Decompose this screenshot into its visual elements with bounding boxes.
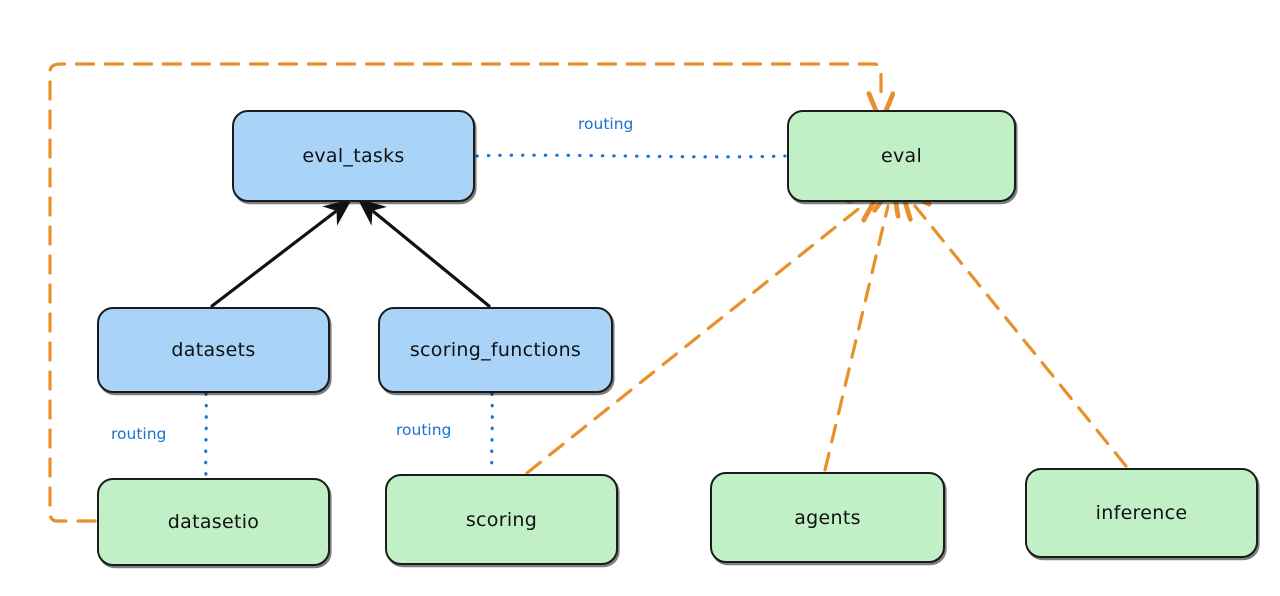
node-label-inference: inference bbox=[1095, 502, 1188, 524]
node-label-datasetio: datasetio bbox=[167, 511, 260, 533]
node-agents[interactable]: agents bbox=[710, 472, 945, 563]
edge-scoring_functions-to-eval_tasks bbox=[357, 198, 491, 308]
edge-datasets-to-datasetio bbox=[204, 392, 208, 479]
node-label-datasets: datasets bbox=[171, 339, 256, 361]
node-eval[interactable]: eval bbox=[787, 110, 1016, 202]
edge-agents-to-eval bbox=[823, 206, 888, 472]
edge-scoring-to-eval bbox=[525, 206, 862, 475]
node-eval_tasks[interactable]: eval_tasks bbox=[232, 110, 475, 202]
edge-datasetio-to-eval bbox=[48, 62, 881, 523]
edge-label-routing-scoring_functions-scoring: routing bbox=[396, 421, 452, 439]
node-scoring_functions[interactable]: scoring_functions bbox=[378, 307, 613, 393]
edge-datasets-to-eval_tasks bbox=[210, 198, 353, 308]
node-label-eval_tasks: eval_tasks bbox=[302, 145, 405, 167]
node-scoring[interactable]: scoring bbox=[385, 474, 618, 565]
node-label-eval: eval bbox=[880, 145, 923, 167]
edge-eval_tasks-to-eval bbox=[475, 153, 787, 159]
node-label-scoring_functions: scoring_functions bbox=[409, 339, 582, 361]
edge-label-routing-eval_tasks-eval: routing bbox=[578, 115, 634, 133]
node-inference[interactable]: inference bbox=[1025, 468, 1258, 558]
edge-scoring_functions-to-scoring bbox=[490, 392, 494, 475]
edge-inference-to-eval bbox=[915, 206, 1128, 468]
node-label-scoring: scoring bbox=[465, 508, 538, 531]
node-datasets[interactable]: datasets bbox=[97, 307, 330, 393]
node-label-agents: agents bbox=[794, 506, 861, 529]
node-datasetio[interactable]: datasetio bbox=[97, 478, 330, 566]
edge-label-routing-datasets-datasetio: routing bbox=[111, 425, 167, 443]
